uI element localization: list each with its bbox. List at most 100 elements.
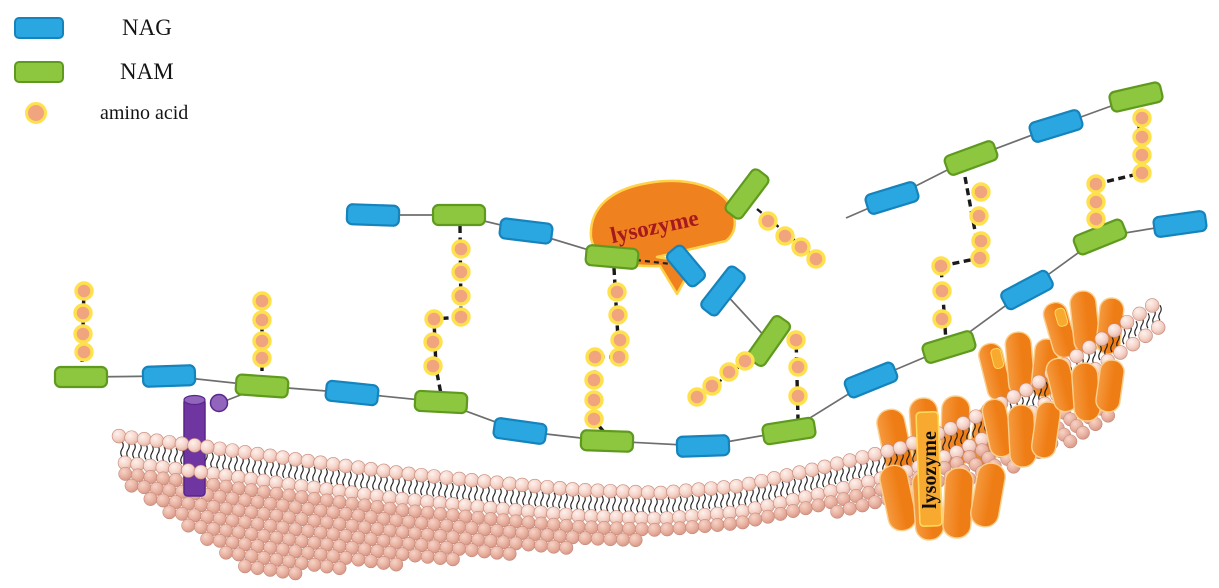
lysozyme-channel-label: lysozyme bbox=[919, 431, 941, 509]
membrane-lipid-head bbox=[212, 441, 228, 456]
transmembrane-protein-top bbox=[183, 394, 206, 406]
membrane-protein-lobe bbox=[1030, 401, 1062, 459]
amino-acid-dot bbox=[719, 362, 739, 382]
membrane-lipid-head bbox=[326, 457, 341, 472]
membrane-lipid-head bbox=[175, 506, 189, 521]
membrane-lipid-head bbox=[1138, 328, 1153, 344]
lipid-tail bbox=[726, 491, 730, 508]
lipid-tail bbox=[270, 460, 274, 477]
legend-item-nam: NAM bbox=[14, 60, 174, 83]
transmembrane-protein bbox=[174, 393, 229, 497]
lipid-tail bbox=[120, 441, 124, 457]
membrane-protein-lobe bbox=[1095, 359, 1125, 413]
lipid-tail bbox=[288, 463, 292, 479]
membrane-protein-lobe bbox=[879, 464, 917, 532]
nam-block bbox=[921, 330, 977, 364]
lipid-tail bbox=[960, 428, 964, 445]
membrane-lipid-head bbox=[741, 476, 757, 492]
lipid-tail bbox=[870, 459, 874, 476]
membrane-lipid-head bbox=[1119, 314, 1135, 330]
membrane-lipid-head bbox=[697, 519, 712, 534]
lipid-tail bbox=[210, 452, 214, 469]
lipid-tail bbox=[852, 464, 856, 480]
lipid-tail bbox=[126, 441, 130, 458]
nam-block bbox=[943, 140, 999, 176]
membrane-lipid-head bbox=[603, 532, 618, 547]
lipid-tail bbox=[1122, 328, 1126, 345]
membrane-lipid-head bbox=[174, 436, 190, 452]
membrane-lipid-head bbox=[628, 484, 643, 500]
membrane-lipid-head bbox=[716, 480, 731, 495]
lipid-tail bbox=[822, 471, 826, 488]
nam-block bbox=[413, 389, 469, 415]
membrane-lipid-head bbox=[408, 548, 423, 563]
membrane-lipid-head bbox=[855, 498, 870, 513]
membrane-lipid-head bbox=[1081, 340, 1097, 355]
lipid-tail bbox=[150, 444, 154, 461]
amino-acid-dot bbox=[775, 226, 795, 246]
membrane-lipid-head bbox=[521, 537, 536, 552]
amino-acid-dot bbox=[423, 332, 443, 352]
lipid-tail bbox=[684, 495, 688, 512]
lipid-tail bbox=[522, 489, 526, 506]
lipid-tail bbox=[540, 491, 544, 508]
lipid-tail bbox=[156, 445, 160, 462]
membrane-lipid-head bbox=[842, 453, 857, 468]
membrane-lipid-head bbox=[351, 552, 366, 567]
nag-block bbox=[324, 379, 380, 407]
lipid-tail bbox=[282, 462, 286, 479]
amino-acid-dot bbox=[788, 357, 808, 377]
nag-block bbox=[498, 217, 554, 245]
lipid-tail bbox=[444, 482, 448, 498]
membrane-lipid-head bbox=[237, 445, 253, 460]
lipid-tail bbox=[1044, 381, 1048, 398]
membrane-lipid-head bbox=[685, 520, 700, 535]
membrane-lipid-head bbox=[703, 481, 719, 496]
nam-block bbox=[1108, 81, 1164, 113]
amino-acid-dot bbox=[970, 248, 990, 268]
lipid-tail bbox=[792, 478, 796, 495]
amino-acid-dot bbox=[585, 347, 605, 367]
amino-acid-dot bbox=[610, 330, 630, 350]
lipid-tail bbox=[636, 496, 640, 513]
membrane-lipid-head bbox=[420, 549, 435, 564]
amino-acid-dot bbox=[1132, 163, 1152, 183]
membrane-lipid-head bbox=[829, 456, 845, 471]
lipid-tail bbox=[372, 474, 376, 490]
lipid-tail bbox=[324, 468, 328, 484]
membrane-lipid-head bbox=[401, 466, 416, 482]
membrane-lipid-head bbox=[867, 447, 883, 462]
lipid-tail bbox=[612, 495, 616, 512]
lipid-tail bbox=[744, 489, 748, 505]
nam-block bbox=[584, 244, 640, 270]
membrane-lipid-head bbox=[1107, 323, 1122, 338]
lipid-tail bbox=[390, 476, 394, 493]
membrane-lipid-head bbox=[628, 533, 643, 548]
membrane-lipid-head bbox=[489, 475, 505, 490]
membrane-lipid-head bbox=[250, 446, 265, 462]
lipid-tail bbox=[420, 479, 424, 496]
lipid-tail bbox=[222, 454, 226, 470]
lipid-tail bbox=[594, 495, 598, 511]
membrane-lipid-head bbox=[162, 505, 177, 520]
lipid-tail bbox=[402, 478, 406, 494]
lipid-tail bbox=[162, 446, 166, 462]
membrane-lipid-head bbox=[754, 473, 769, 489]
membrane-lipid-head bbox=[231, 547, 246, 562]
membrane-lipid-head bbox=[452, 471, 467, 487]
amino-acid-dot bbox=[423, 356, 443, 376]
membrane-lipid-head bbox=[534, 538, 549, 553]
lipid-tail bbox=[972, 422, 976, 438]
amino-acid-dot bbox=[735, 351, 755, 371]
membrane-lipid-head bbox=[338, 458, 353, 474]
membrane-lipid-head bbox=[200, 439, 215, 455]
membrane-lipid-head bbox=[319, 559, 334, 574]
membrane-lipid-head bbox=[590, 531, 605, 546]
lipid-tail bbox=[1134, 320, 1138, 337]
lipid-tail bbox=[720, 492, 724, 508]
lipid-tail bbox=[1158, 305, 1162, 321]
amino-acid-dots bbox=[73, 108, 1152, 429]
nam-swatch bbox=[14, 60, 64, 83]
amino-acid-dot bbox=[1132, 127, 1152, 147]
amino-bridge-line bbox=[592, 267, 621, 434]
